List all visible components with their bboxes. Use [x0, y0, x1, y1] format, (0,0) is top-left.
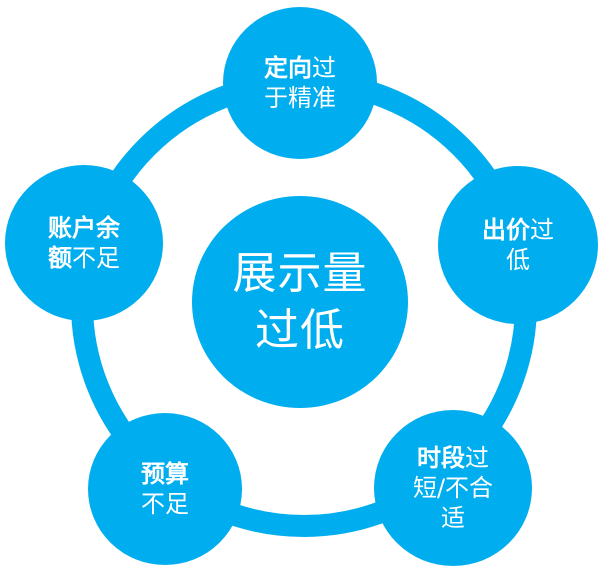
node-bl-line2: 不足 [141, 490, 189, 518]
node-bl-line1: 预算 [141, 460, 189, 488]
center-line-1: 展示量 [232, 247, 368, 299]
node-br-line2: 短/不合 [412, 474, 494, 502]
center-line-2: 过低 [255, 305, 345, 356]
node-left-line1: 账户余 [48, 214, 120, 242]
node-account-balance-insufficient: 账户余 额不足 [5, 165, 163, 321]
node-top-line2: 于精准 [264, 84, 336, 112]
node-targeting-too-precise: 定向过 于精准 [223, 7, 377, 159]
node-br-rest: 过 [465, 444, 489, 472]
center-node-impressions-low: 展示量 过低 [192, 196, 408, 408]
node-bid-too-low: 出价过 低 [438, 166, 598, 324]
node-right-bold: 出价 [482, 216, 530, 244]
node-left-bold: 额 [48, 244, 72, 272]
node-top-bold: 定向 [264, 54, 312, 82]
node-br-line3: 适 [441, 504, 465, 532]
node-right-line2: 低 [506, 246, 530, 274]
node-left-line2: 不足 [72, 244, 120, 272]
node-budget-insufficient: 预算 不足 [88, 413, 242, 565]
node-top-rest: 过 [312, 54, 336, 82]
node-right-rest: 过 [530, 216, 554, 244]
node-time-slot-too-short: 时段过 短/不合 适 [374, 410, 532, 566]
node-br-bold: 时段 [417, 444, 465, 472]
